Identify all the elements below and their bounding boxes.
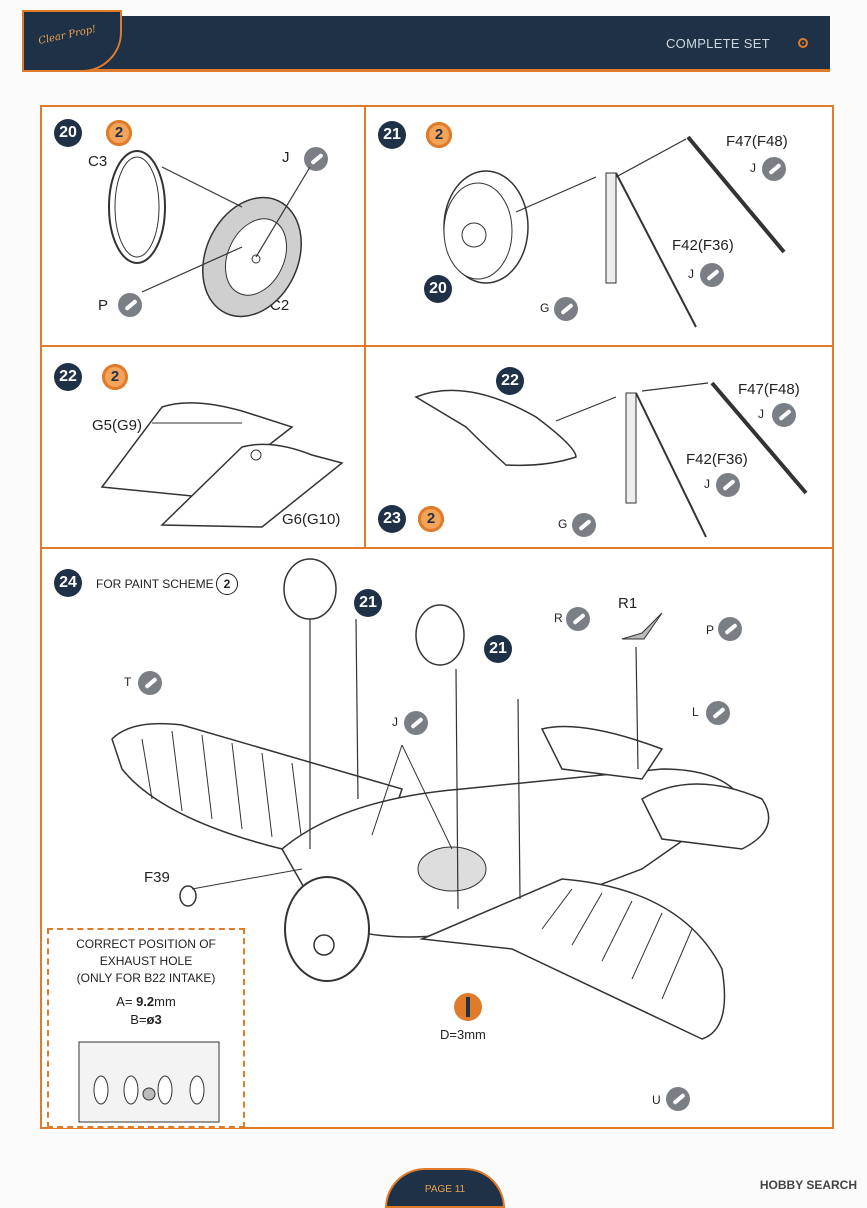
fairing-drawing xyxy=(100,402,344,528)
paint-label-j: J xyxy=(750,161,756,175)
step-20-panel: 20 2 C3 J P C2 xyxy=(40,105,366,347)
page-number-tab: PAGE 11 xyxy=(385,1168,505,1208)
step-reference: 20 xyxy=(424,275,452,303)
header-bar: COMPLETE SET xyxy=(22,16,830,72)
paint-brush-icon xyxy=(716,473,740,497)
paint-scheme-badge: 2 xyxy=(418,506,444,532)
part-label-f47: F47(F48) xyxy=(726,133,788,150)
paint-label-p: P xyxy=(98,297,109,314)
paint-brush-icon xyxy=(118,293,142,317)
paint-label-u: U xyxy=(652,1093,661,1107)
paint-label-j: J xyxy=(704,477,710,491)
dimension-a: A= 9.2mm xyxy=(116,994,176,1009)
paint-brush-icon xyxy=(718,617,742,641)
paint-label-t: T xyxy=(124,675,132,689)
paint-label-l: L xyxy=(692,705,699,719)
part-label-f47: F47(F48) xyxy=(738,381,800,398)
step-reference: 22 xyxy=(496,367,524,395)
step-23-panel: 22 23 2 F47(F48) J F42(F36) J G xyxy=(364,345,834,549)
target-icon xyxy=(798,38,808,48)
watermark: HOBBY SEARCH xyxy=(759,1178,857,1192)
note-title: CORRECT POSITION OF EXHAUST HOLE (ONLY F… xyxy=(76,937,216,985)
brand-logo: Clear Prop! xyxy=(22,10,122,72)
paint-brush-icon xyxy=(566,607,590,631)
paint-label-g: G xyxy=(540,301,550,315)
part-label-c3: C3 xyxy=(88,153,108,170)
step-number: 20 xyxy=(54,119,82,147)
part-label-g5: G5(G9) xyxy=(92,417,143,434)
paint-label-j: J xyxy=(688,267,694,281)
step-reference: 21 xyxy=(354,589,382,617)
part-label-f39: F39 xyxy=(144,869,170,886)
dimension-b: B=ø3 xyxy=(130,1012,162,1027)
step-21-panel: 21 2 F47(F48) J F42(F36) J G 20 xyxy=(364,105,834,347)
paint-scheme-badge: 2 xyxy=(216,573,238,595)
paint-label-g: G xyxy=(558,517,568,531)
wheel-assembly-drawing xyxy=(108,150,311,318)
part-label-g6: G6(G10) xyxy=(282,511,341,528)
paint-label-j: J xyxy=(282,149,290,166)
drill-size-label: D=3mm xyxy=(440,1027,486,1042)
step-reference: 21 xyxy=(484,635,512,663)
page-title: COMPLETE SET xyxy=(665,36,770,51)
paint-label-r: R xyxy=(554,611,563,625)
aircraft-assembly-drawing xyxy=(111,558,770,1040)
part-label-r1: R1 xyxy=(618,595,638,612)
paint-scheme-badge: 2 xyxy=(426,122,452,148)
exhaust-hole-note: CORRECT POSITION OF EXHAUST HOLE (ONLY F… xyxy=(47,928,245,1128)
part-label-f42: F42(F36) xyxy=(686,451,748,468)
paint-label-j: J xyxy=(758,407,764,421)
paint-brush-icon xyxy=(554,297,578,321)
paint-brush-icon xyxy=(138,671,162,695)
paint-label-j: J xyxy=(392,715,398,729)
step-number: 22 xyxy=(54,363,82,391)
exhaust-position-diagram xyxy=(78,1041,220,1123)
step-number: 21 xyxy=(378,121,406,149)
paint-brush-icon xyxy=(572,513,596,537)
paint-brush-icon xyxy=(762,157,786,181)
paint-brush-icon xyxy=(700,263,724,287)
paint-brush-icon xyxy=(404,711,428,735)
step-number: 24 xyxy=(54,569,82,597)
paint-brush-icon xyxy=(706,701,730,725)
page-number: PAGE 11 xyxy=(424,1184,466,1195)
part-label-f42: F42(F36) xyxy=(672,237,734,254)
gear-fairing-assembly-drawing xyxy=(414,381,808,538)
paint-scheme-badge: 2 xyxy=(106,120,132,146)
paint-scheme-note: FOR PAINT SCHEME xyxy=(96,577,214,591)
logo-text: Clear Prop! xyxy=(37,24,98,47)
paint-scheme-badge: 2 xyxy=(102,364,128,390)
step-22-panel: 22 2 G5(G9) G6(G10) xyxy=(40,345,366,549)
drill-icon xyxy=(454,993,482,1021)
step-number: 23 xyxy=(378,505,406,533)
step-24-panel: 24 FOR PAINT SCHEME 2 21 21 R R1 P T J L… xyxy=(40,547,834,1129)
landing-gear-drawing xyxy=(443,135,786,328)
paint-label-p: P xyxy=(706,623,715,637)
paint-brush-icon xyxy=(772,403,796,427)
paint-brush-icon xyxy=(666,1087,690,1111)
paint-brush-icon xyxy=(304,147,328,171)
